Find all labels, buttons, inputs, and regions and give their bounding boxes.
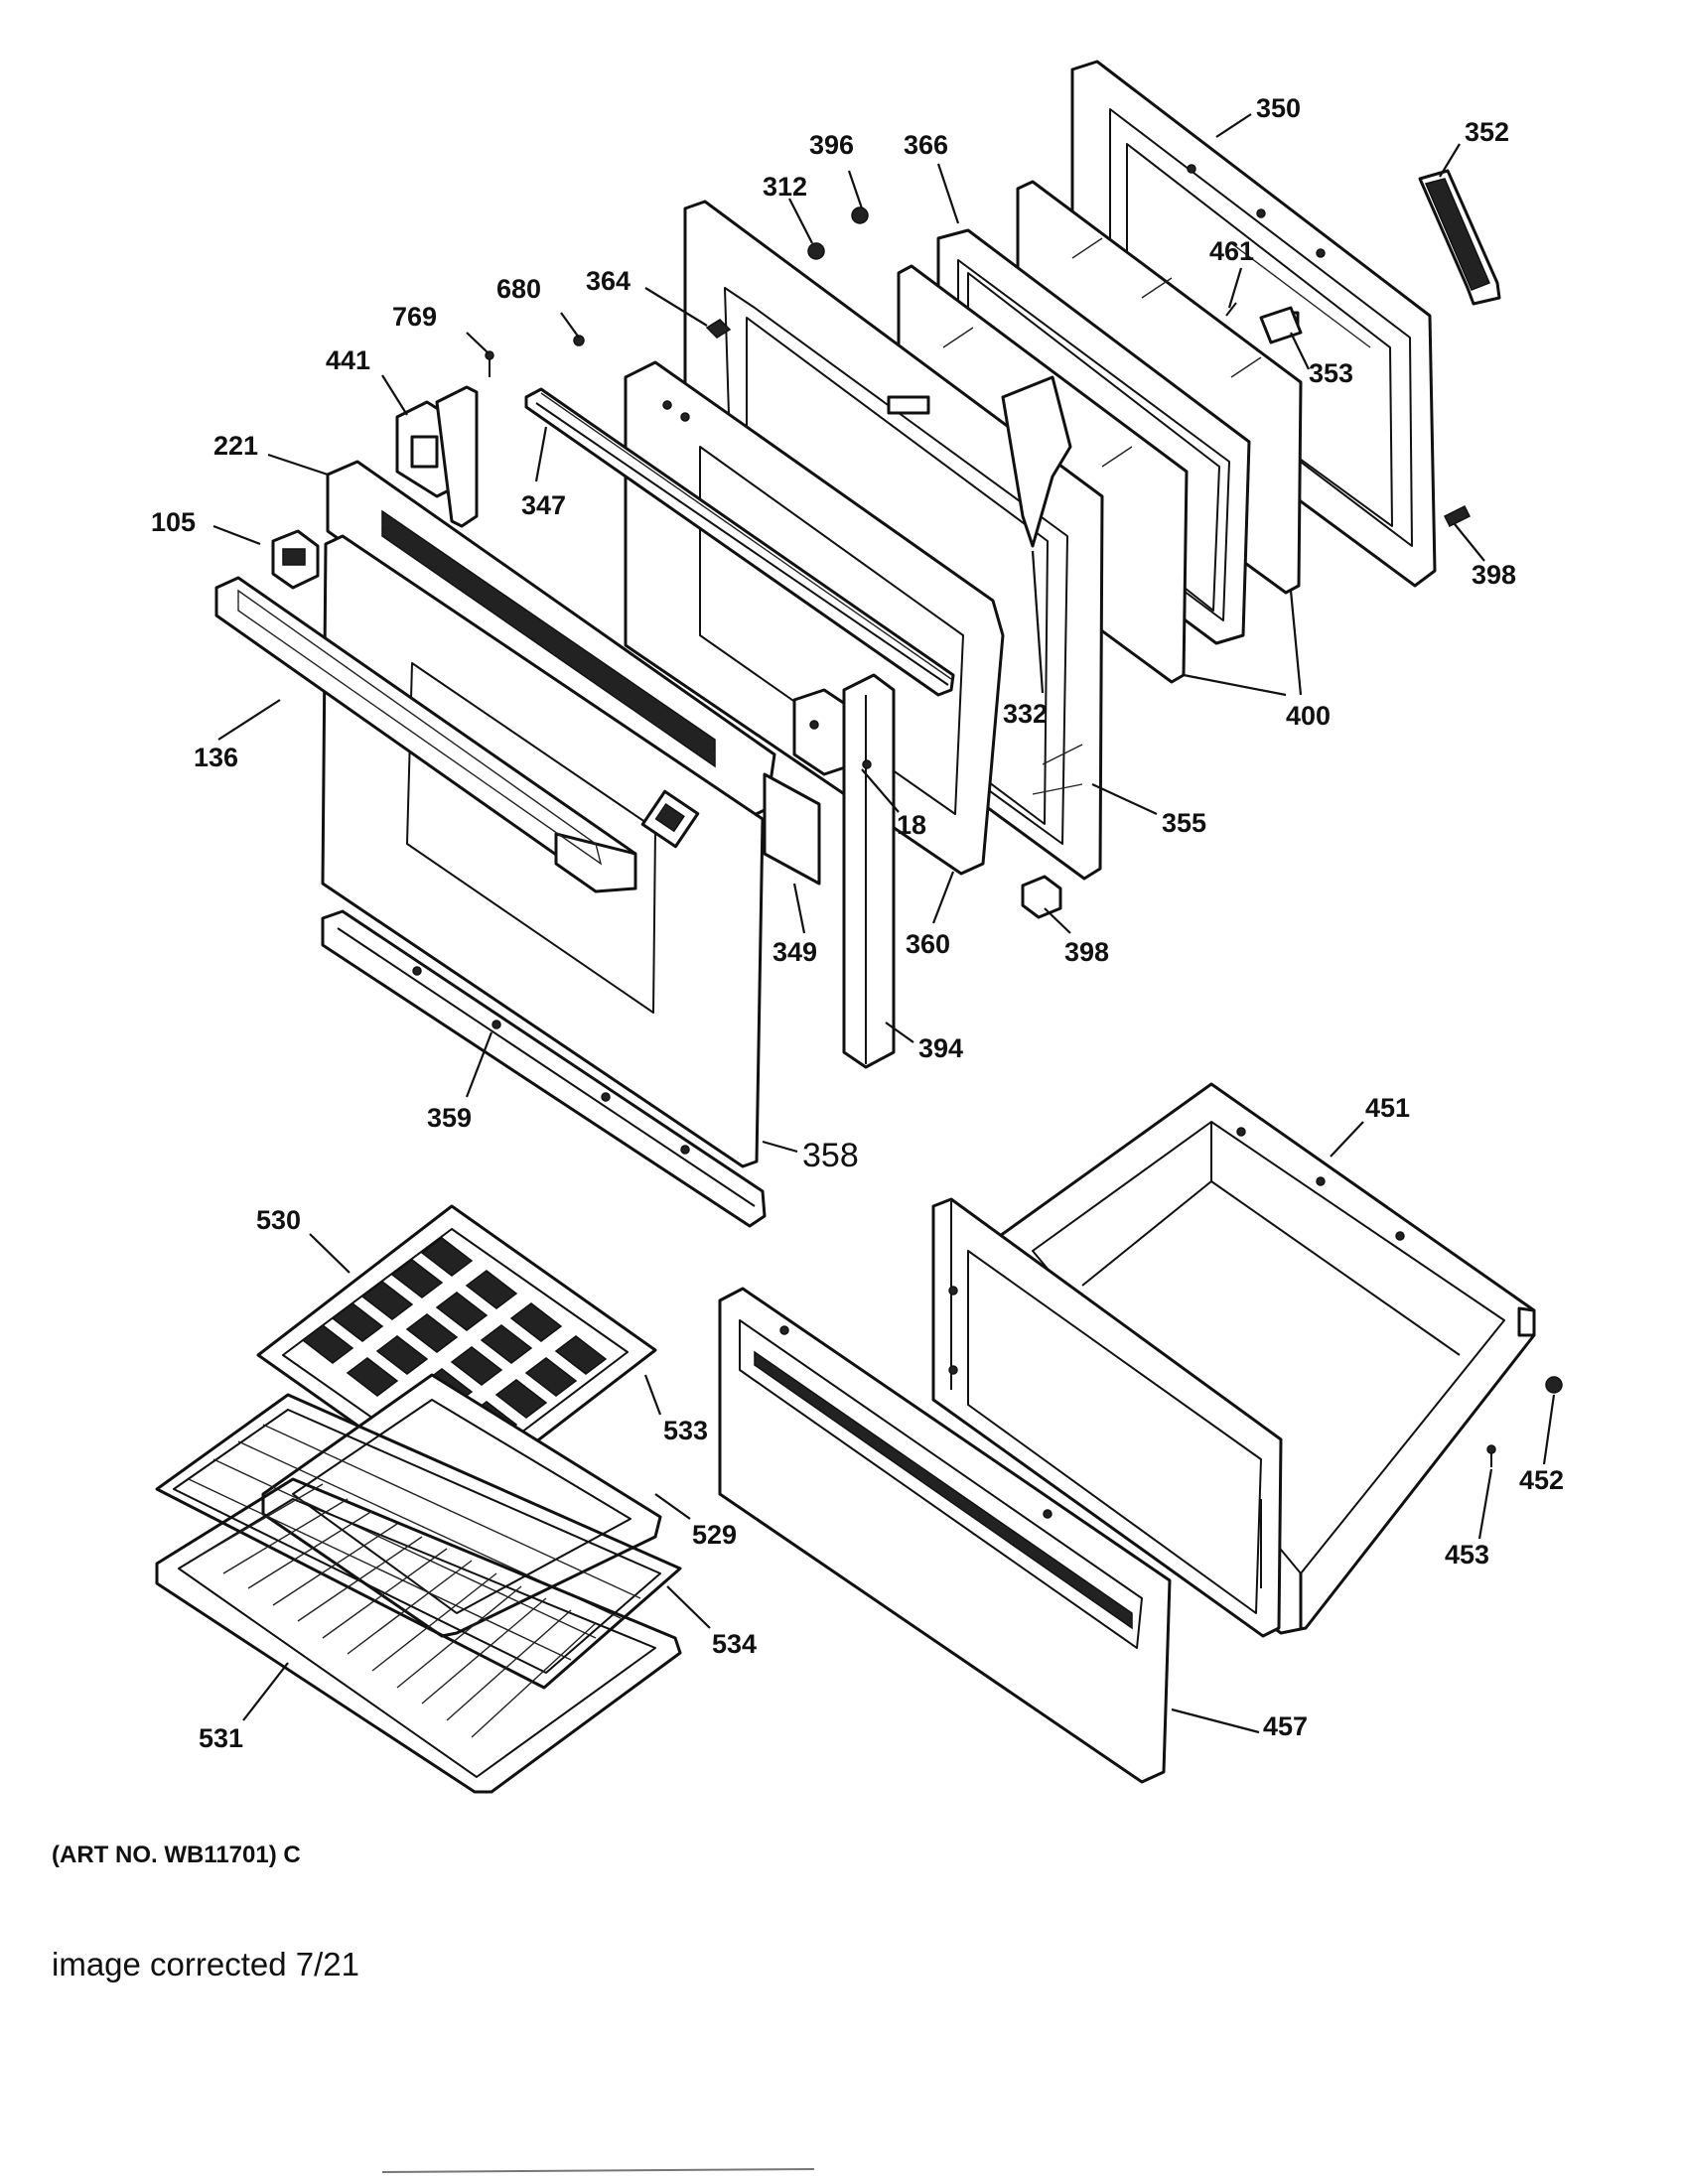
door-handle-part: [214, 576, 637, 893]
label-533: 533: [663, 1416, 708, 1445]
broiler-pan-part: [261, 1373, 662, 1638]
label-347: 347: [521, 490, 566, 520]
correction-note: image corrected 7/21: [52, 1946, 360, 1982]
side-rail-part: [524, 387, 955, 697]
small-bracket-part: [763, 772, 821, 886]
label-221: 221: [213, 431, 258, 461]
scan-edge-line: [381, 2168, 815, 2173]
label-349: 349: [772, 937, 817, 967]
label-398-bottom: 398: [1064, 937, 1109, 967]
label-136: 136: [194, 743, 238, 772]
label-531: 531: [199, 1723, 243, 1753]
label-680: 680: [496, 274, 541, 304]
label-769: 769: [392, 302, 437, 332]
vertical-post-part: [842, 673, 896, 1069]
label-105: 105: [151, 507, 196, 537]
label-398-right: 398: [1472, 560, 1516, 590]
label-452: 452: [1519, 1465, 1564, 1495]
label-441: 441: [326, 345, 370, 375]
label-18: 18: [897, 810, 926, 840]
label-457: 457: [1263, 1711, 1308, 1741]
label-359: 359: [427, 1103, 472, 1133]
label-534: 534: [712, 1629, 757, 1659]
label-451: 451: [1365, 1093, 1410, 1123]
outer-door-front-part: [321, 534, 765, 1168]
part-labels: 350 352 396 366 312 461 364 680 353 769 …: [151, 93, 1564, 1753]
label-529: 529: [692, 1520, 737, 1550]
label-461: 461: [1209, 236, 1254, 266]
leader-lines: [212, 113, 1556, 1734]
label-394: 394: [918, 1033, 963, 1063]
label-364: 364: [586, 266, 631, 296]
drawer-front-inner-part: [931, 1197, 1283, 1638]
label-332: 332: [1003, 699, 1048, 729]
oven-rack-lower-part: [155, 1477, 682, 1794]
label-530: 530: [256, 1205, 301, 1235]
drawer-front-part: [718, 1287, 1172, 1784]
label-366: 366: [904, 130, 948, 160]
drawer-hardware-parts: [1486, 1376, 1563, 1467]
label-396: 396: [809, 130, 854, 160]
label-350-top: 350: [1256, 93, 1301, 123]
handle-piece-part: [1418, 169, 1501, 306]
label-360: 360: [906, 929, 950, 959]
label-358: 358: [802, 1137, 859, 1174]
badge-part: [271, 529, 320, 590]
label-312: 312: [763, 172, 807, 202]
label-400: 400: [1286, 701, 1331, 731]
hinge-bracket-part: [395, 385, 479, 528]
label-352: 352: [1465, 117, 1509, 147]
label-453: 453: [1445, 1540, 1489, 1570]
art-number: (ART NO. WB11701) C: [52, 1842, 301, 1868]
label-355: 355: [1162, 808, 1206, 838]
inner-door-liner-part: [624, 360, 1005, 876]
bottom-trim-part: [321, 909, 767, 1228]
label-353: 353: [1309, 358, 1353, 388]
